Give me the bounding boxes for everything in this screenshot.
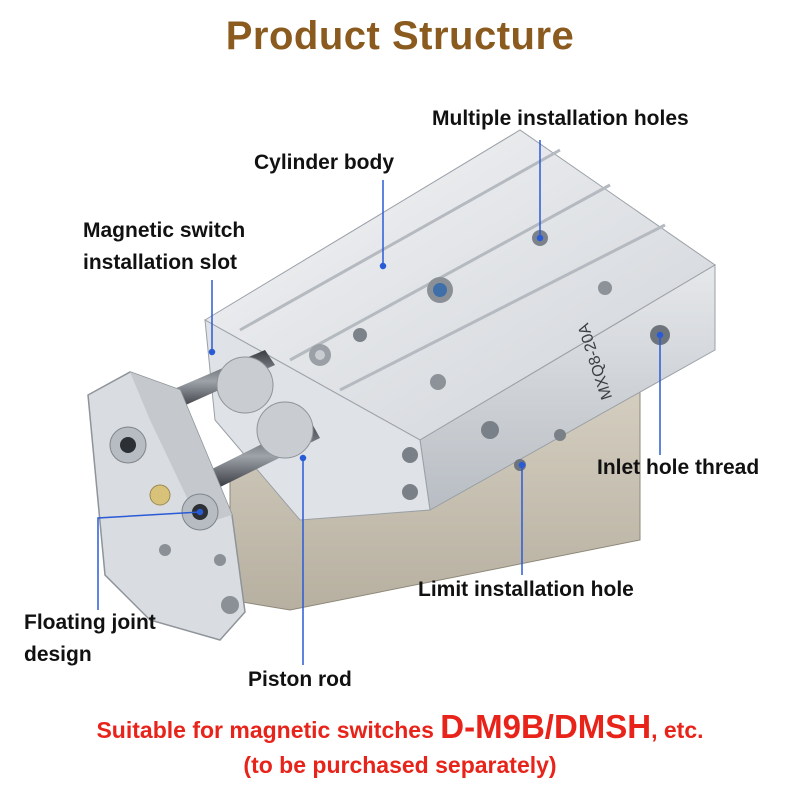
label-floating-joint-line1: Floating joint	[24, 611, 156, 634]
purchase-note: (to be purchased separately)	[243, 752, 557, 778]
label-inlet-hole-thread: Inlet hole thread	[597, 456, 760, 479]
label-multiple-installation-holes: Multiple installation holes	[432, 107, 689, 130]
compatibility-prefix: Suitable for magnetic switches	[96, 717, 441, 743]
label-magnetic-switch-line1: Magnetic switch	[83, 219, 246, 242]
compatibility-suffix: , etc.	[651, 717, 704, 743]
compatibility-models: D-M9B/DMSH	[440, 708, 652, 745]
leader-floating-joint	[97, 511, 201, 610]
label-floating-joint-line2: design	[24, 643, 92, 666]
label-piston-rod: Piston rod	[248, 668, 352, 691]
label-limit-installation-hole: Limit installation hole	[418, 578, 634, 601]
label-magnetic-switch-line2: installation slot	[83, 251, 238, 274]
page-title: Product Structure	[225, 14, 575, 58]
compatibility-note: Suitable for magnetic switches D-M9B/DMS…	[0, 708, 800, 746]
label-cylinder-body: Cylinder body	[254, 151, 395, 174]
